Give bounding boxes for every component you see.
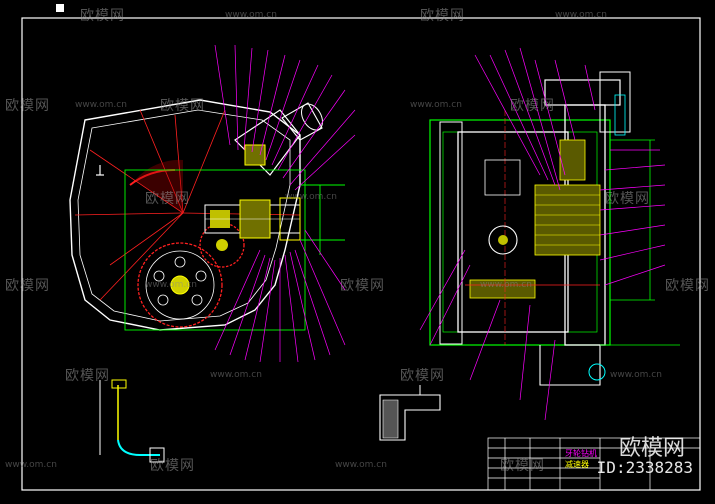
watermark-url: www.om.cn bbox=[555, 10, 607, 20]
watermark-brand: 欧模网 bbox=[400, 368, 445, 384]
watermark-url: www.om.cn bbox=[225, 10, 277, 20]
watermark-brand: 欧模网 bbox=[605, 191, 650, 207]
bevel-gear-hub bbox=[498, 235, 508, 245]
top-cover bbox=[544, 71, 631, 136]
watermark-url: www.om.cn bbox=[145, 280, 197, 290]
watermark-url: www.om.cn bbox=[5, 460, 57, 470]
gear-bolt-holes bbox=[153, 256, 207, 306]
title-block-line1: 牙轮钻机 bbox=[565, 449, 597, 458]
watermark-url: www.om.cn bbox=[410, 100, 462, 110]
pinion-gear bbox=[199, 222, 245, 268]
bottom-outlet bbox=[539, 345, 606, 386]
title-block bbox=[487, 437, 701, 491]
input-shaft-assembly bbox=[204, 197, 301, 241]
motor-block bbox=[234, 102, 323, 176]
dimension-lines-right bbox=[600, 139, 680, 346]
large-gear-hub bbox=[170, 275, 190, 295]
watermark-url: www.om.cn bbox=[75, 100, 127, 110]
inner-block bbox=[484, 159, 521, 196]
watermark-url: www.om.cn bbox=[335, 460, 387, 470]
asset-id: ID:2338283 bbox=[596, 458, 693, 477]
watermark-brand: 欧模网 bbox=[665, 278, 710, 294]
watermark-url: www.om.cn bbox=[285, 192, 337, 202]
leader-lines-right bbox=[419, 47, 666, 421]
watermark-brand: 欧模网 bbox=[80, 8, 125, 24]
watermark-brand: 欧模网 bbox=[340, 278, 385, 294]
watermark-brand: 欧模网 bbox=[420, 8, 465, 24]
detail-section-b bbox=[379, 385, 441, 441]
watermark-brand: 欧模网 bbox=[150, 458, 195, 474]
watermark-brand: 欧模网 bbox=[500, 458, 545, 474]
bevel-gear bbox=[488, 225, 518, 255]
watermark-brand: 欧模网 bbox=[160, 98, 205, 114]
leader-lines-left bbox=[214, 44, 356, 363]
left-flange bbox=[439, 121, 463, 345]
watermark-brand: 欧模网 bbox=[5, 98, 50, 114]
brand-logo-text: 欧模网 bbox=[618, 436, 685, 461]
watermark-url: www.om.cn bbox=[610, 370, 662, 380]
large-gear-outer bbox=[137, 242, 223, 328]
section-marks bbox=[96, 165, 104, 176]
watermark-brand: 欧模网 bbox=[145, 191, 190, 207]
watermark-brand: 欧模网 bbox=[510, 98, 555, 114]
sector-fill bbox=[135, 159, 183, 213]
large-gear-inner bbox=[145, 250, 215, 320]
title-block-line2: 减速器 bbox=[565, 460, 589, 469]
watermark-brand: 欧模网 bbox=[5, 278, 50, 294]
section-view bbox=[429, 71, 680, 386]
watermark-url: www.om.cn bbox=[480, 280, 532, 290]
watermark-brand: 欧模网 bbox=[65, 368, 110, 384]
pinion-hub bbox=[216, 239, 228, 251]
gear-stack bbox=[469, 139, 601, 299]
support-outline bbox=[124, 169, 345, 331]
watermark-url: www.om.cn bbox=[210, 370, 262, 380]
drawing-frame-corner-mark bbox=[56, 4, 64, 12]
detail-pipe bbox=[99, 379, 165, 463]
drawing-frame-outer bbox=[21, 17, 701, 491]
front-view bbox=[69, 99, 345, 331]
